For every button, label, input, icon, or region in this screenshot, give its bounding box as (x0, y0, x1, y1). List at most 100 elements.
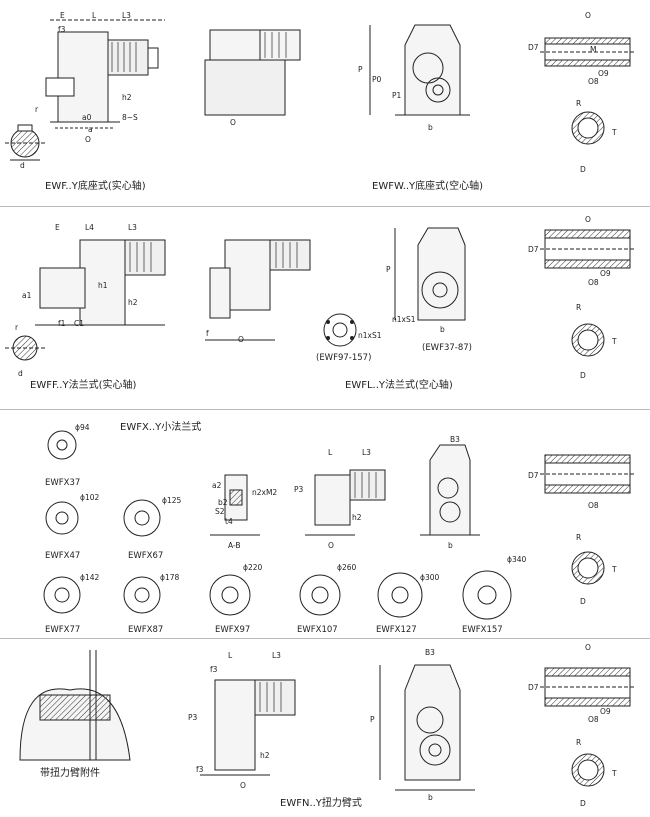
dim-O9-2: O9 (600, 269, 611, 278)
torque-arm-attachment-drawing (19, 650, 131, 761)
dim-E-2: E (55, 223, 60, 232)
section-divider-1 (0, 206, 650, 207)
dim-P1: P1 (392, 91, 402, 100)
dim-O8-2: O8 (588, 278, 599, 287)
dim-r-2: r (15, 323, 19, 332)
dim-R-4: R (576, 738, 581, 747)
dim-L: L (92, 11, 97, 20)
ewfw-front-view (369, 24, 470, 116)
dim-B3: B3 (450, 435, 460, 444)
ewff-side-view (35, 239, 166, 326)
dim-T-3: T (611, 565, 617, 574)
range-ewf37-87: (EWF37-87) (422, 343, 472, 353)
dim-P3-2: P3 (188, 713, 198, 722)
dim-b-3: b (448, 541, 453, 550)
dim-P-3: P (370, 715, 375, 724)
dia-ewfx97: ϕ220 (243, 563, 262, 572)
model-ewfx87: EWFX87 (128, 625, 163, 635)
dim-D7-4: D7 (528, 683, 539, 692)
dim-O8-4: O8 (588, 715, 599, 724)
dim-A-B: A-B (228, 541, 241, 550)
caption-ewf-solid: EWF..Y底座式(实心轴) (45, 179, 146, 192)
ewfl-side-view (205, 239, 311, 341)
dim-nxS1: n1xS1 (358, 331, 382, 340)
ewfx-side-view (305, 469, 386, 536)
shaft-key-solid-2 (5, 335, 45, 361)
dia-ewfx77: ϕ142 (80, 573, 99, 582)
flange-circles-row2 (43, 570, 512, 620)
model-ewfx37: EWFX37 (45, 478, 80, 488)
dim-h2-4: h2 (260, 751, 270, 760)
dim-M: M (590, 45, 596, 54)
dim-d-1: d (20, 161, 25, 170)
dim-b: b (428, 123, 433, 132)
dim-L-4: L (228, 651, 233, 660)
dim-f1: f1 (58, 319, 66, 328)
model-ewfx67: EWFX67 (128, 551, 163, 561)
dim-f3: f3 (58, 25, 66, 34)
dim-a0: a0 (82, 113, 92, 122)
model-ewfx157: EWFX157 (462, 625, 503, 635)
dia-ewfx67: ϕ125 (162, 496, 181, 505)
dim-O: O (85, 135, 91, 144)
dim-L-3: L (328, 448, 333, 457)
dim-L3-4: L3 (272, 651, 281, 660)
dim-C1: C1 (74, 319, 84, 328)
dim-a2: a2 (212, 481, 222, 490)
caption-torque-arm-attachment: 带扭力臂附件 (40, 766, 100, 779)
shaft-key-solid-1 (5, 124, 45, 161)
dim-D7: D7 (528, 43, 539, 52)
dim-f: f (206, 329, 209, 338)
flange-detail-ab (210, 474, 260, 536)
dim-t4: t4 (225, 517, 233, 526)
dim-f5: f3 (210, 665, 218, 674)
dim-O-7: O (240, 781, 246, 790)
model-ewfx77: EWFX77 (45, 625, 80, 635)
dim-D7-2: D7 (528, 245, 539, 254)
dia-ewfx107: ϕ260 (337, 563, 356, 572)
dia-ewfx37: ϕ94 (75, 423, 90, 432)
dim-R-3: R (576, 533, 581, 542)
model-ewfx47: EWFX47 (45, 551, 80, 561)
ewf-side-view (45, 19, 165, 129)
ewfn-front-view (379, 664, 475, 791)
dim-P3: P3 (294, 485, 304, 494)
dim-O-3: O (585, 11, 591, 20)
dim-f3-2: f3 (196, 765, 204, 774)
hollow-shaft-section-2 (540, 229, 635, 357)
dim-O-4: O (238, 335, 244, 344)
section-divider-3 (0, 638, 650, 639)
dim-R-2: R (576, 303, 581, 312)
ewfx-front-view (420, 444, 480, 536)
dim-a1: a1 (22, 291, 32, 300)
dim-P: P (358, 65, 363, 74)
dim-L3-3: L3 (362, 448, 371, 457)
dim-D-3: D (580, 597, 586, 606)
hollow-shaft-section-4 (540, 667, 635, 787)
dim-O-2: O (230, 118, 236, 127)
dim-h2-3: h2 (352, 513, 362, 522)
dim-O-8: O (585, 643, 591, 652)
dim-nxS1-2: n1xS1 (392, 315, 416, 324)
dim-r: r (35, 105, 39, 114)
dim-d-2: d (18, 369, 23, 378)
ewf97-157-flange-view (323, 313, 357, 347)
dim-D7-3: D7 (528, 471, 539, 480)
dim-T-2: T (611, 337, 617, 346)
dim-T-4: T (611, 769, 617, 778)
caption-ewfn-torque: EWFN..Y扭力臂式 (280, 796, 362, 809)
hollow-shaft-section-3 (540, 454, 635, 585)
ewfw-side-view (204, 29, 301, 116)
dim-b3: B3 (425, 648, 435, 657)
dia-ewfx127: ϕ300 (420, 573, 439, 582)
model-ewfx97: EWFX97 (215, 625, 250, 635)
dim-b-4: b (428, 793, 433, 802)
dim-h2-2: h2 (128, 298, 138, 307)
dim-L3: L3 (122, 11, 131, 20)
dim-O8: O8 (588, 77, 599, 86)
range-ewf97-157: (EWF97-157) (316, 353, 371, 363)
hollow-shaft-section-1 (540, 37, 635, 145)
dia-ewfx157: ϕ340 (507, 555, 526, 564)
dim-D-4: D (580, 799, 586, 808)
